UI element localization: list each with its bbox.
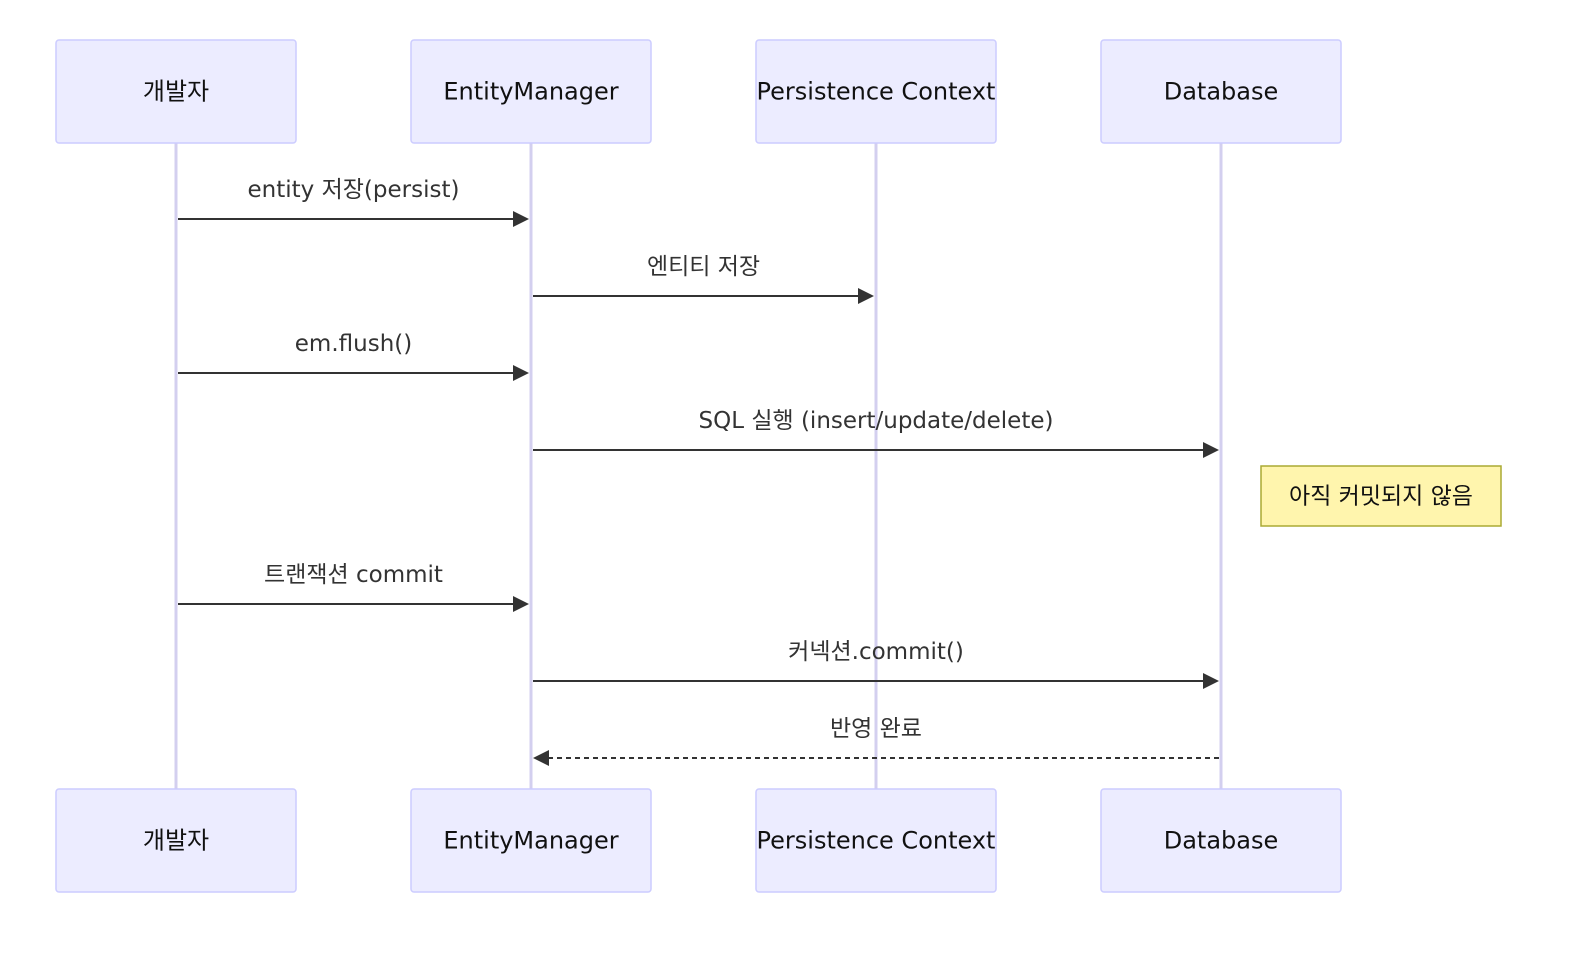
arrow-head-icon — [513, 211, 529, 227]
note-1: 아직 커밋되지 않음 — [1260, 465, 1502, 527]
participant-db-bottom: Database — [1100, 788, 1342, 893]
participant-box — [755, 788, 997, 893]
participant-box — [410, 39, 652, 144]
message-1: entity 저장(persist) — [178, 177, 529, 227]
arrow-head-icon — [1203, 673, 1219, 689]
message-4: SQL 실행 (insert/update/delete) — [533, 408, 1219, 458]
participant-pc-bottom: Persistence Context — [755, 788, 997, 893]
message-label: 엔티티 저장 — [647, 254, 760, 280]
participant-label: Database — [1164, 78, 1279, 106]
arrow-head-icon — [513, 596, 529, 612]
arrow-head-icon — [533, 750, 549, 766]
arrow-head-icon — [513, 365, 529, 381]
actors-top: 개발자 EntityManager Persistence Context Datab… — [55, 39, 1342, 144]
message-label: entity 저장(persist) — [248, 177, 460, 203]
participant-label: EntityManager — [443, 78, 618, 106]
participant-em-top: EntityManager — [410, 39, 652, 144]
participant-pc-top: Persistence Context — [755, 39, 997, 144]
participant-box — [55, 788, 297, 893]
message-3: em.flush() — [178, 331, 529, 381]
participant-label: EntityManager — [443, 827, 618, 855]
messages: entity 저장(persist) 엔티티 저장 em.flush() SQL 실행… — [178, 177, 1219, 766]
message-6: 커넥션.commit() — [533, 639, 1219, 689]
message-label: em.flush() — [295, 331, 412, 357]
message-5: 트랜잭션 commit — [178, 562, 529, 612]
participant-db-top: Database — [1100, 39, 1342, 144]
message-label: 반영 완료 — [830, 716, 922, 742]
message-2: 엔티티 저장 — [533, 254, 874, 304]
participant-box — [410, 788, 652, 893]
participant-box — [1100, 39, 1342, 144]
notes: 아직 커밋되지 않음 — [1260, 465, 1502, 527]
actors-bottom: 개발자 EntityManager Persistence Context Datab… — [55, 788, 1342, 893]
arrow-head-icon — [858, 288, 874, 304]
participant-box — [55, 39, 297, 144]
participant-dev-bottom: 개발자 — [55, 788, 297, 893]
participant-label: 개발자 — [143, 827, 209, 855]
arrow-head-icon — [1203, 442, 1219, 458]
participant-label: Database — [1164, 827, 1279, 855]
participant-label: Persistence Context — [757, 827, 996, 855]
lifelines — [174, 143, 1223, 789]
participant-label: 개발자 — [143, 78, 209, 106]
participant-em-bottom: EntityManager — [410, 788, 652, 893]
participant-box — [1100, 788, 1342, 893]
note-box — [1260, 465, 1502, 527]
message-7: 반영 완료 — [533, 716, 1219, 766]
note-label: 아직 커밋되지 않음 — [1289, 484, 1473, 510]
participant-label: Persistence Context — [757, 78, 996, 106]
participant-box — [755, 39, 997, 144]
message-label: 트랜잭션 commit — [264, 562, 443, 588]
message-label: SQL 실행 (insert/update/delete) — [699, 408, 1054, 434]
participant-dev-top: 개발자 — [55, 39, 297, 144]
message-label: 커넥션.commit() — [788, 639, 964, 665]
